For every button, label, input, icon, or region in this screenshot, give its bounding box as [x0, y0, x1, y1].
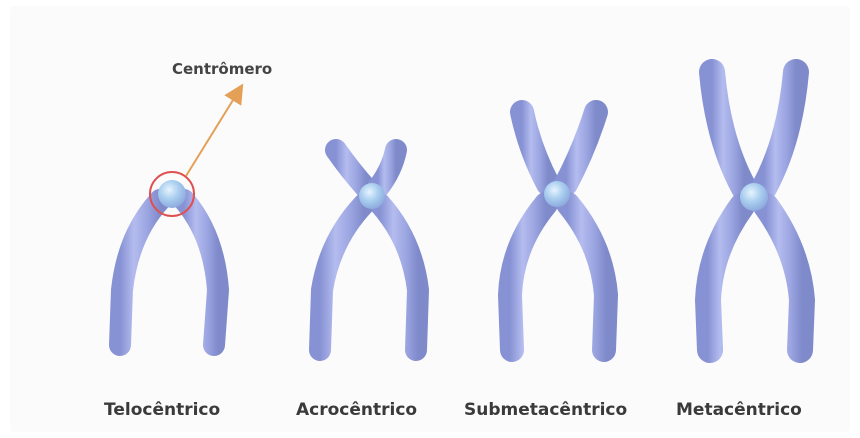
chromosome-metacentric — [708, 72, 802, 350]
label-metacentric: Metacêntrico — [676, 400, 802, 420]
submetacentric-long-arm-right — [568, 204, 606, 350]
metacentric-lower-arm-right — [766, 206, 802, 350]
metacentric-upper-arm-left — [712, 72, 744, 188]
submetacentric-short-arm-left — [522, 112, 548, 184]
chromosome-acrocentric — [320, 150, 418, 350]
telocentric-right-arm — [184, 200, 218, 345]
label-telocentric: Telocêntrico — [104, 400, 220, 420]
label-acrocentric: Acrocêntrico — [296, 400, 417, 420]
centromere-label: Centrômero — [172, 60, 272, 78]
metacentric-centromere — [740, 183, 768, 211]
label-submetacentric: Submetacêntrico — [464, 400, 627, 420]
chromosome-telocentric — [120, 172, 218, 345]
metacentric-upper-arm-right — [764, 72, 796, 188]
submetacentric-centromere — [544, 181, 570, 207]
submetacentric-long-arm-left — [510, 204, 546, 350]
acrocentric-short-arm-right — [378, 150, 396, 188]
chromosome-submetacentric — [510, 112, 606, 350]
telocentric-left-arm — [120, 200, 160, 345]
telocentric-centromere — [158, 180, 186, 208]
acrocentric-long-arm-right — [380, 204, 418, 350]
acrocentric-short-arm-left — [336, 150, 366, 188]
centromere-pointer-arrow — [186, 92, 238, 176]
metacentric-lower-arm-left — [708, 206, 742, 350]
submetacentric-short-arm-right — [566, 112, 596, 184]
acrocentric-centromere — [359, 183, 385, 209]
acrocentric-long-arm-left — [320, 204, 364, 350]
